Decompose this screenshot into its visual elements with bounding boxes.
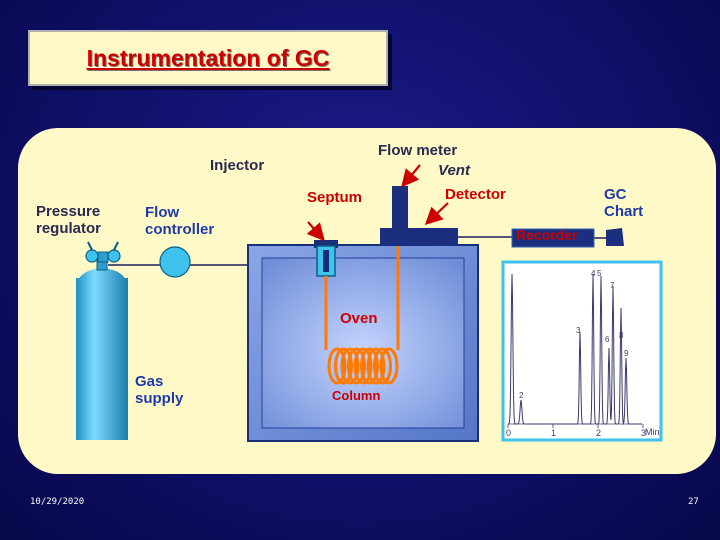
flow-meter-arrow (401, 164, 421, 188)
pressure-regulator (85, 241, 121, 263)
column-coil-loop (334, 347, 353, 385)
chromatogram-peak-label: 5 (597, 269, 602, 278)
recorder-label: Recorder (516, 227, 578, 243)
chromatogram-peak-label: 4 (591, 269, 596, 278)
slide-page-number: 27 (688, 497, 699, 507)
chromatogram-axis-unit: Min (645, 427, 660, 437)
injector-label: Injector (210, 157, 265, 174)
column-coil-loop (327, 347, 347, 385)
column-coil-loop (347, 347, 366, 385)
chromatogram-tick-label: 0 (506, 428, 511, 438)
oven (247, 244, 479, 442)
gas-cylinder (76, 257, 128, 440)
column-coil-loop (379, 347, 399, 385)
column-label: Column (332, 388, 381, 403)
chromatogram-tick-label: 1 (551, 428, 556, 438)
chromatogram-peak-label: 6 (605, 335, 610, 344)
chromatogram-peak-label: 2 (519, 391, 524, 400)
title-box: Instrumentation of GC (28, 30, 388, 86)
label-arrows (306, 164, 449, 242)
flow-controller-valve (159, 246, 191, 278)
slide-date: 10/29/2020 (30, 497, 85, 507)
chromatogram-peak-label: 3 (576, 326, 581, 335)
septum-label: Septum (307, 189, 363, 206)
detector-label: Detector (445, 186, 506, 203)
column-coil-loop (373, 347, 392, 385)
pressure-regulator-label: Pressure regulator (36, 203, 102, 237)
injector (314, 240, 338, 277)
chromatogram-peak-label: 9 (624, 349, 629, 358)
septum-arrow (306, 221, 325, 242)
recorder (511, 228, 624, 248)
detector (380, 186, 512, 246)
chromatogram-tick-label: 2 (596, 428, 601, 438)
detector-arrow (424, 202, 449, 226)
chromatogram-peak-label: 8 (619, 331, 624, 340)
column-coil-loop (366, 347, 386, 385)
flow-meter-label: Flow meter (378, 142, 458, 159)
column-coil (327, 347, 399, 385)
vent-label: Vent (438, 162, 470, 179)
slide-title: Instrumentation of GC (86, 44, 330, 71)
flow-controller-label: Flow controller (145, 204, 215, 238)
oven-label: Oven (340, 310, 378, 327)
chromatogram-ticks: 0 1 2 3 (506, 424, 646, 438)
gas-supply-label: Gas supply (135, 373, 184, 407)
gc-chart-label: GC Chart (604, 186, 644, 220)
chromatogram-tick-label: 3 (641, 428, 646, 438)
column-coil-loop (340, 347, 360, 385)
column-coil-loop (360, 347, 379, 385)
column-coil-loop (353, 347, 373, 385)
chromatogram-peak-label: 7 (610, 281, 615, 290)
